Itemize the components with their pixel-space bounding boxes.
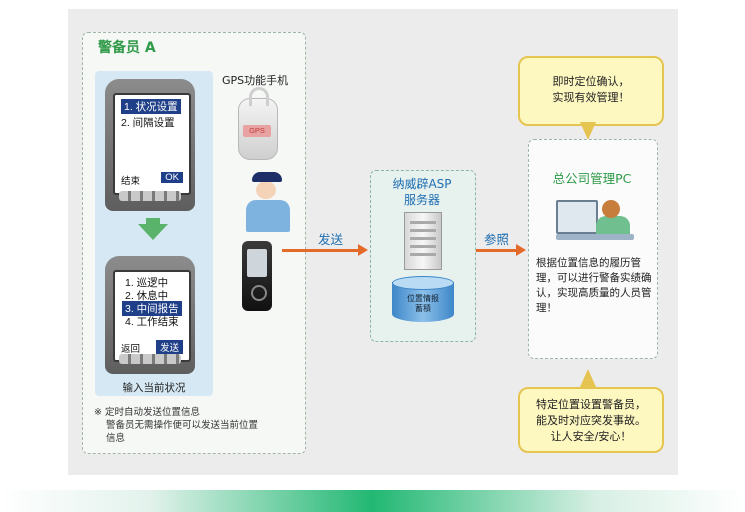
- down-arrow-icon: [138, 224, 168, 240]
- view-label: 参照: [484, 232, 510, 247]
- hq-pc-title: 总公司管理PC: [552, 171, 632, 186]
- hq-pc-panel: [528, 139, 658, 359]
- status-phone-screen: 1. 巡逻中 2. 休息中 3. 中间报告 4. 工作结束 返回 发送: [113, 270, 191, 362]
- menu-item-resting: 2. 休息中: [125, 290, 169, 302]
- callout-safety: 特定位置设置警备员， 能及时对应突发事故。 让人安全/安心！: [518, 387, 664, 453]
- server-icon: [404, 212, 442, 270]
- database-label-line: 位置情报: [407, 294, 439, 303]
- softkey-send: 发送: [155, 340, 183, 354]
- gps-phone-label: GPS功能手机: [222, 74, 289, 87]
- hq-pc-description: 根据位置信息的履历管理，可以进行警备实绩确认，实现高质量的人员管理！: [536, 257, 652, 314]
- keypad: [119, 354, 181, 364]
- bottom-gradient-band: [0, 490, 745, 512]
- pc-operator-icon: [556, 196, 634, 252]
- note-line: 信息: [106, 433, 126, 444]
- database-label: 位置情报 蓄積: [392, 294, 454, 314]
- security-guard-icon: [240, 172, 292, 232]
- callout-line: 让人安全/安心！: [550, 430, 632, 443]
- menu-item-interval-setting: 2. 间隔设置: [121, 117, 175, 129]
- database-icon: 位置情报 蓄積: [392, 276, 454, 324]
- softkey-ok: OK: [161, 172, 183, 183]
- callout-line: 特定位置设置警备员，: [536, 398, 646, 411]
- menu-item-patrolling: 1. 巡逻中: [125, 277, 169, 289]
- asp-title-line: 服务器: [403, 193, 440, 207]
- callout-line: 即时定位确认，: [552, 75, 630, 88]
- status-phone: 1. 巡逻中 2. 休息中 3. 中间报告 4. 工作结束 返回 发送: [105, 256, 195, 374]
- gps-device-icon: GPS: [238, 87, 278, 160]
- database-label-line: 蓄積: [415, 304, 431, 313]
- callout-tail: [580, 369, 596, 387]
- mobile-phone-icon: [242, 241, 272, 311]
- send-label: 发送: [318, 232, 344, 247]
- note-line: 警备员无需操作便可以发送当前位置: [106, 420, 259, 431]
- callout-tail: [580, 122, 596, 140]
- menu-item-interim-report: 3. 中间报告: [122, 301, 182, 316]
- callout-realtime: 即时定位确认， 实现有效管理！: [518, 56, 664, 126]
- send-arrow: [282, 249, 360, 252]
- down-arrow-icon-stem: [146, 218, 160, 226]
- settings-phone: 1. 状况设置 2. 间隔设置 结束 OK: [105, 79, 195, 211]
- view-arrow-head-icon: [516, 244, 526, 256]
- menu-item-status-setting: 1. 状况设置: [121, 99, 181, 114]
- note-line: ※ 定时自动发送位置信息: [94, 407, 200, 418]
- keypad: [119, 191, 181, 201]
- callout-line: 实现有效管理！: [552, 91, 630, 104]
- gps-badge: GPS: [243, 125, 271, 137]
- auto-send-note: ※ 定时自动发送位置信息 警备员无需操作便可以发送当前位置 信息: [94, 406, 299, 445]
- view-arrow: [476, 249, 518, 252]
- softkey-end: 结束: [121, 176, 141, 187]
- guard-title: 警备员 A: [98, 40, 156, 56]
- send-arrow-head-icon: [358, 244, 368, 256]
- asp-title: 纳威辟ASP 服务器: [370, 176, 474, 208]
- input-status-label: 输入当前状况: [122, 382, 186, 394]
- menu-item-work-end: 4. 工作结束: [125, 316, 179, 328]
- callout-line: 能及时对应突发事故。: [536, 414, 646, 427]
- asp-title-line: 纳威辟ASP: [392, 177, 452, 191]
- settings-phone-screen: 1. 状况设置 2. 间隔设置 结束 OK: [113, 93, 191, 195]
- softkey-back: 返回: [121, 344, 141, 355]
